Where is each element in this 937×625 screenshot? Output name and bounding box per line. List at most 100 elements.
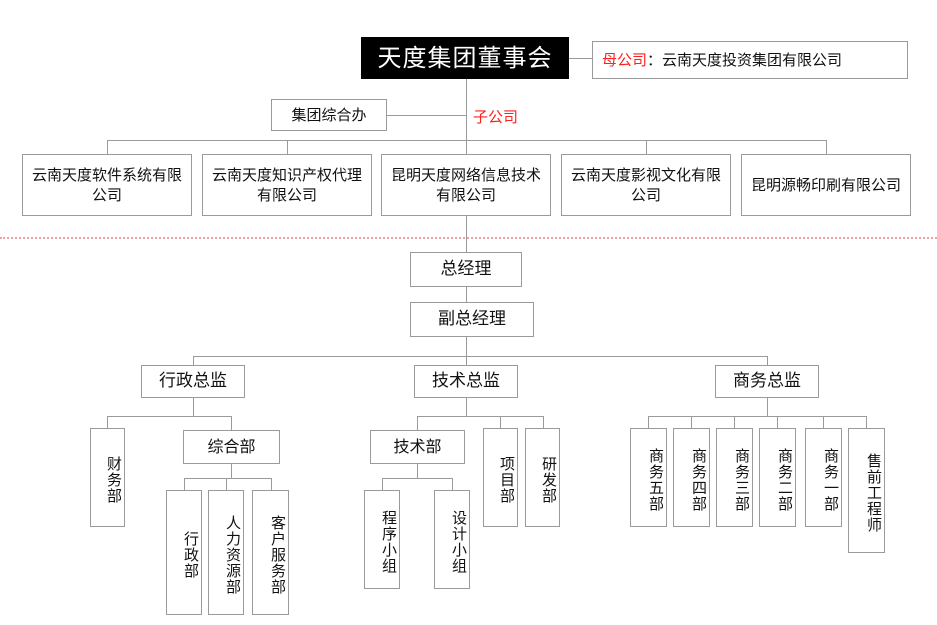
drop-admin-dept <box>184 478 185 490</box>
subsidiary-box-4[interactable]: 云南天度影视文化有限公司 <box>561 154 731 216</box>
general-dept-label: 综合部 <box>207 437 256 457</box>
director-box-business[interactable]: 商务总监 <box>715 365 819 398</box>
parent-company-tag: 母公司 <box>602 50 648 69</box>
parent-company-separator: ： <box>647 50 663 69</box>
drop-director-admin <box>193 356 194 365</box>
parent-company-box[interactable]: 母公司 ： 云南天度投资集团有限公司 <box>592 41 908 79</box>
subsidiary-section-label: 子公司 <box>473 108 519 126</box>
board-of-directors-box[interactable]: 天度集团董事会 <box>361 37 569 79</box>
presales-engineer-box[interactable]: 售前工程师 <box>848 428 885 553</box>
drop-subsidiary-4 <box>646 140 647 154</box>
drop-program-group <box>382 478 383 490</box>
general-dept-box[interactable]: 综合部 <box>183 430 280 464</box>
group-office-box[interactable]: 集团综合办 <box>271 99 387 131</box>
admin-dept-label: 行政部 <box>182 531 200 579</box>
subsidiary-label-4: 云南天度影视文化有限公司 <box>570 165 721 204</box>
business-unit-label-2: 商务四部 <box>690 448 708 512</box>
customer-service-dept-box[interactable]: 客户服务部 <box>252 490 289 615</box>
drop-rd-dept <box>543 416 544 428</box>
subsidiary-label-2: 云南天度知识产权代理有限公司 <box>211 165 362 204</box>
drop-subsidiary-5 <box>826 140 827 154</box>
director-label-business: 商务总监 <box>733 371 801 392</box>
business-unit-label-1: 商务五部 <box>647 448 665 512</box>
business-unit-box-1[interactable]: 商务五部 <box>630 428 667 527</box>
drop-business-unit-1 <box>648 416 649 428</box>
group-office-label: 集团综合办 <box>291 105 367 124</box>
design-group-label: 设计小组 <box>450 510 468 574</box>
tech-dept-label: 技术部 <box>393 437 442 457</box>
drop-subsidiary-1 <box>107 140 108 154</box>
project-dept-label: 项目部 <box>498 456 516 504</box>
business-unit-box-5[interactable]: 商务一部 <box>805 428 842 527</box>
drop-business-unit-4 <box>777 416 778 428</box>
connector-board-to-parent <box>569 58 592 59</box>
drop-tech-dept <box>417 416 418 430</box>
spine-board-down <box>466 79 467 154</box>
subsidiary-label-5: 昆明源畅印刷有限公司 <box>750 175 901 194</box>
business-unit-label-4: 商务二部 <box>776 448 794 512</box>
finance-dept-box[interactable]: 财务部 <box>90 428 125 527</box>
connector-group-office-to-spine <box>387 115 466 116</box>
program-group-box[interactable]: 程序小组 <box>364 490 400 589</box>
director-box-admin[interactable]: 行政总监 <box>141 365 245 398</box>
drop-hr-dept <box>226 478 227 490</box>
section-divider <box>0 237 937 239</box>
drop-director-business <box>767 356 768 365</box>
drop-project-dept <box>500 416 501 428</box>
business-unit-box-4[interactable]: 商务二部 <box>759 428 796 527</box>
connector-tech-dept-down <box>417 464 418 478</box>
finance-dept-label: 财务部 <box>105 456 123 504</box>
admin-bus <box>107 416 232 417</box>
program-group-label: 程序小组 <box>380 510 398 574</box>
connector-gm-to-dgm <box>466 287 467 302</box>
deputy-general-manager-box[interactable]: 副总经理 <box>410 302 534 337</box>
tech-dept-bus <box>382 478 453 479</box>
admin-dept-box[interactable]: 行政部 <box>166 490 202 615</box>
general-dept-bus <box>184 478 271 479</box>
drop-business-unit-2 <box>691 416 692 428</box>
connector-general-dept-down <box>231 464 232 478</box>
subsidiary-box-1[interactable]: 云南天度软件系统有限公司 <box>22 154 192 216</box>
rd-dept-box[interactable]: 研发部 <box>525 428 560 527</box>
drop-general-dept <box>231 416 232 430</box>
subsidiary-label-3: 昆明天度网络信息技术有限公司 <box>390 165 541 204</box>
connector-admin-director-down <box>193 398 194 416</box>
spine-to-general-manager <box>466 216 467 252</box>
drop-business-unit-3 <box>734 416 735 428</box>
connector-business-director-down <box>767 398 768 416</box>
drop-business-unit-6 <box>866 416 867 428</box>
presales-engineer-label: 售前工程师 <box>865 453 883 533</box>
drop-design-group <box>452 478 453 490</box>
deputy-general-manager-label: 副总经理 <box>438 309 506 330</box>
drop-customer-service-dept <box>271 478 272 490</box>
rd-dept-label: 研发部 <box>540 456 558 504</box>
business-unit-box-3[interactable]: 商务三部 <box>716 428 753 527</box>
parent-company-name: 云南天度投资集团有限公司 <box>662 50 843 69</box>
drop-finance <box>107 416 108 428</box>
tech-dept-box[interactable]: 技术部 <box>370 430 465 464</box>
director-label-admin: 行政总监 <box>159 371 227 392</box>
director-box-tech[interactable]: 技术总监 <box>414 365 518 398</box>
business-bus <box>648 416 867 417</box>
general-manager-box[interactable]: 总经理 <box>410 252 522 287</box>
design-group-box[interactable]: 设计小组 <box>434 490 470 589</box>
customer-service-dept-label: 客户服务部 <box>269 515 287 595</box>
tech-bus <box>417 416 543 417</box>
drop-director-tech <box>466 356 467 365</box>
hr-dept-label: 人力资源部 <box>224 515 242 595</box>
business-unit-label-3: 商务三部 <box>733 448 751 512</box>
hr-dept-box[interactable]: 人力资源部 <box>208 490 244 615</box>
subsidiary-box-2[interactable]: 云南天度知识产权代理有限公司 <box>202 154 372 216</box>
subsidiary-box-3[interactable]: 昆明天度网络信息技术有限公司 <box>381 154 551 216</box>
drop-subsidiary-3 <box>466 140 467 154</box>
board-of-directors-label: 天度集团董事会 <box>377 43 553 72</box>
subsidiary-box-5[interactable]: 昆明源畅印刷有限公司 <box>741 154 911 216</box>
director-bus <box>193 356 767 357</box>
drop-business-unit-5 <box>823 416 824 428</box>
general-manager-label: 总经理 <box>440 259 492 280</box>
connector-tech-director-down <box>466 398 467 416</box>
director-label-tech: 技术总监 <box>432 371 500 392</box>
project-dept-box[interactable]: 项目部 <box>483 428 518 527</box>
business-unit-box-2[interactable]: 商务四部 <box>673 428 710 527</box>
